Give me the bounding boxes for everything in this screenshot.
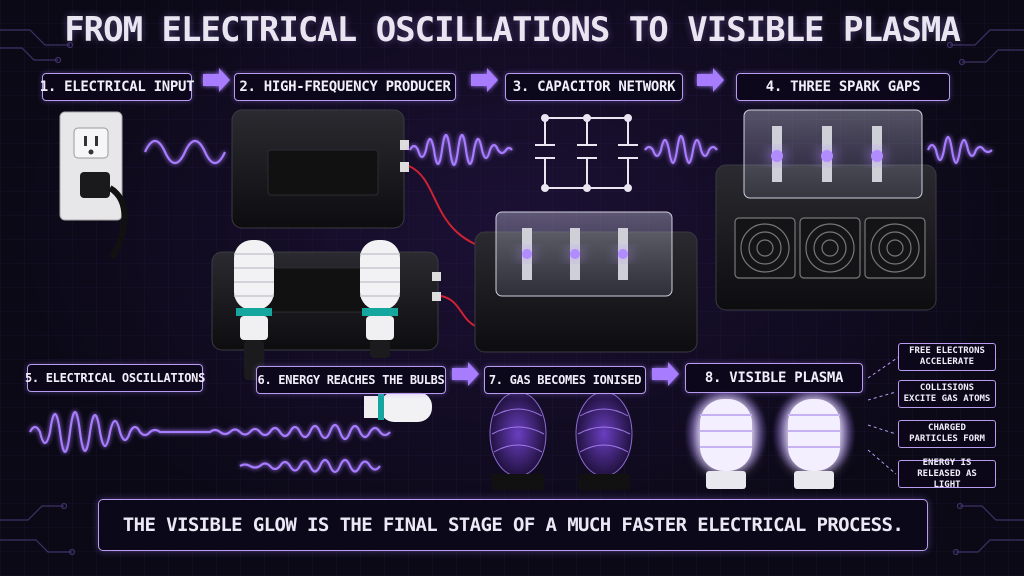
cfl-bulb-icon	[234, 240, 856, 490]
step-energy-reaches-bulbs: 6. ENERGY REACHES THE BULBS	[256, 366, 446, 394]
footer-caption: THE VISIBLE GLOW IS THE FINAL STAGE OF A…	[98, 499, 928, 551]
step-visible-plasma: 8. VISIBLE PLASMA	[685, 363, 863, 393]
step-high-frequency-producer: 2. HIGH-FREQUENCY PRODUCER	[234, 73, 456, 101]
step-gas-ionised: 7. GAS BECOMES IONISED	[484, 366, 646, 394]
note-free-electrons: FREE ELECTRONS ACCELERATE	[898, 343, 996, 371]
note-charged-particles: CHARGED PARTICLES FORM	[898, 420, 996, 448]
wall-outlet-icon	[59, 111, 128, 260]
step-electrical-input: 1. ELECTRICAL INPUT	[40, 73, 195, 101]
fan-icon	[734, 217, 926, 279]
arrow-icon	[203, 68, 724, 386]
wave-icon	[29, 133, 993, 474]
capacitor-icon	[535, 114, 638, 192]
note-collisions: COLLISIONS EXCITE GAS ATOMS	[898, 380, 996, 408]
note-connectors	[867, 355, 901, 475]
circuit-trace-icon	[0, 29, 1024, 556]
step-electrical-oscillations: 5. ELECTRICAL OSCILLATIONS	[25, 364, 205, 392]
step-three-spark-gaps: 4. THREE SPARK GAPS	[736, 73, 950, 101]
step-capacitor-network: 3. CAPACITOR NETWORK	[505, 73, 683, 101]
page-title: FROM ELECTRICAL OSCILLATIONS TO VISIBLE …	[64, 10, 961, 50]
note-energy-released: ENERGY IS RELEASED AS LIGHT	[898, 458, 996, 490]
